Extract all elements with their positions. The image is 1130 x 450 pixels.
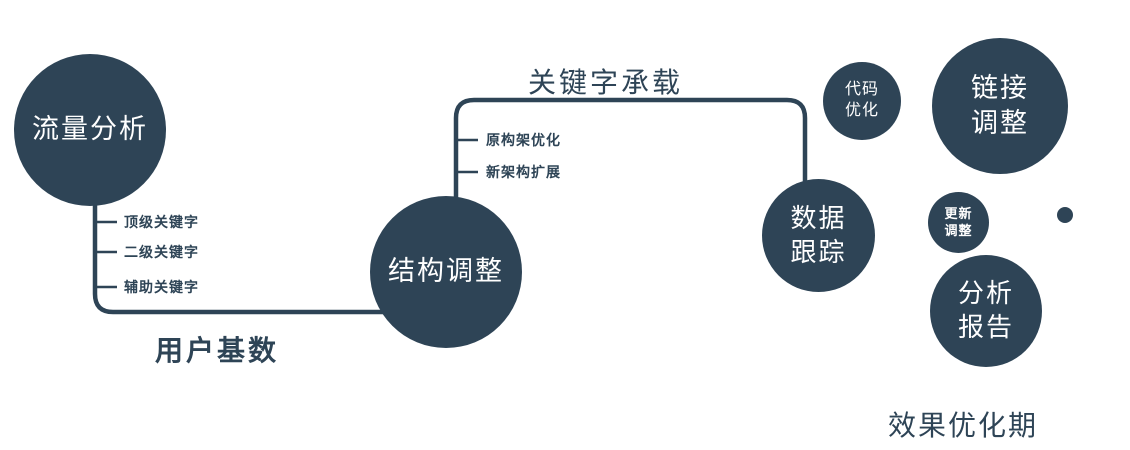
edge-label-keyword-carry: 关键字承载 [528, 67, 684, 98]
tick-label-new-arch: 新架构扩展 [486, 164, 561, 180]
node-structure-adjust: 结构调整 [370, 196, 522, 348]
label-effect-period: 效果优化期 [888, 410, 1039, 441]
node-update-adjustment: 更新 调整 [928, 192, 989, 253]
node-traffic-analysis: 流量分析 [14, 54, 166, 206]
tick-label-top-keyword: 顶级关键字 [124, 214, 199, 230]
dot-node [1057, 207, 1073, 223]
node-analysis-report: 分析 报告 [930, 255, 1042, 367]
tick-label-aux-keyword: 辅助关键字 [124, 279, 199, 295]
edge-label-user-base: 用户基数 [155, 335, 280, 366]
node-code-optimization: 代码 优化 [823, 62, 901, 140]
node-link-adjustment: 链接 调整 [932, 38, 1068, 174]
connector-traffic-to-structure [92, 202, 392, 315]
node-data-tracking: 数据 跟踪 [762, 179, 875, 292]
tick-label-arch-optimize: 原构架优化 [486, 132, 561, 148]
tick-label-second-keyword: 二级关键字 [124, 244, 199, 260]
connector-structure-to-tracking [453, 97, 808, 198]
